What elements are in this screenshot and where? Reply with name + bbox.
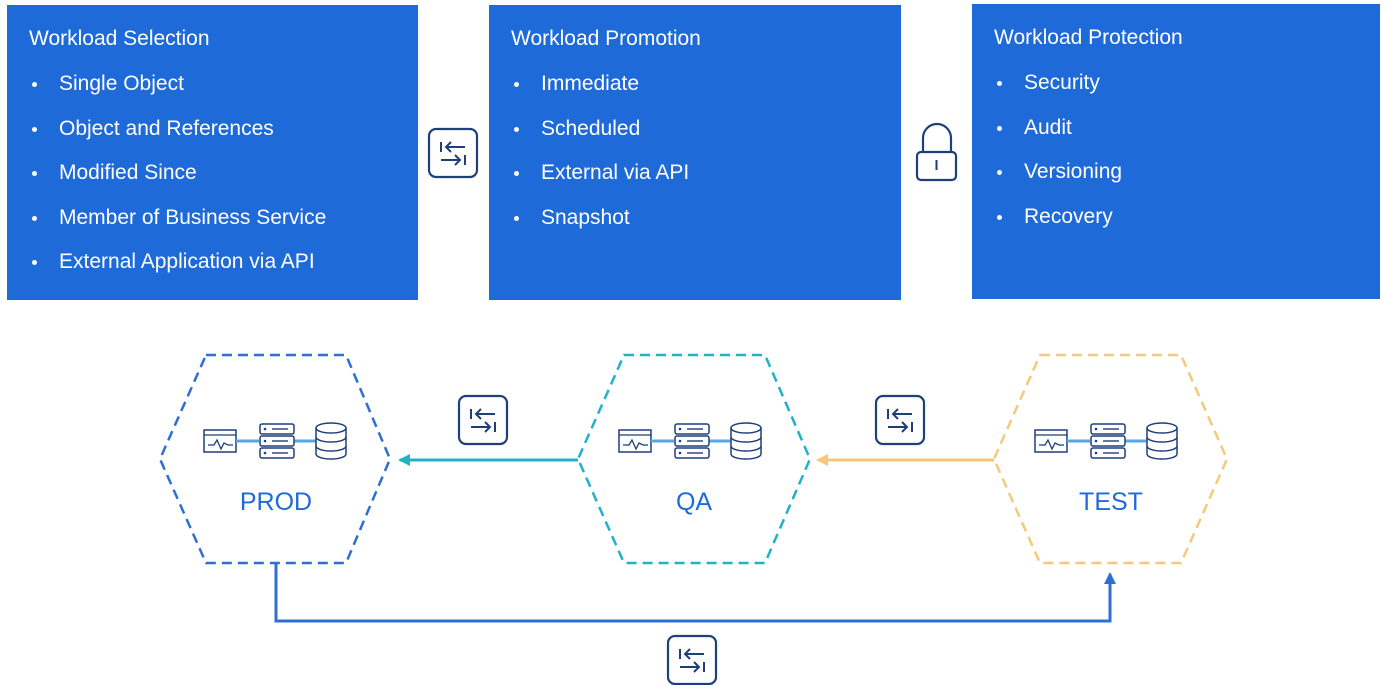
list-item: Object and References	[29, 117, 418, 141]
prod-label: PROD	[239, 488, 313, 516]
list-item: Member of Business Service	[29, 206, 418, 230]
list-item: Versioning	[994, 160, 1380, 184]
prod-to-test-arrow	[274, 563, 1116, 623]
panel-list: Security Audit Versioning Recovery	[994, 71, 1380, 229]
list-item: Single Object	[29, 72, 418, 96]
list-item: Recovery	[994, 205, 1380, 229]
list-item: Scheduled	[511, 117, 901, 141]
test-hexagon	[992, 353, 1229, 565]
list-item: Immediate	[511, 72, 901, 96]
list-item: External via API	[511, 161, 901, 185]
qa-label: QA	[675, 488, 713, 516]
sync-icon	[666, 634, 718, 685]
panel-list: Immediate Scheduled External via API Sna…	[511, 72, 901, 230]
test-label: TEST	[1079, 488, 1143, 516]
sync-icon	[457, 394, 509, 446]
list-item: Modified Since	[29, 161, 418, 185]
list-item: Audit	[994, 116, 1380, 140]
sync-icon	[874, 394, 926, 446]
list-item: Snapshot	[511, 206, 901, 230]
panel-title: Workload Protection	[994, 26, 1183, 49]
panel-list: Single Object Object and References Modi…	[29, 72, 418, 274]
panel-title: Workload Selection	[29, 27, 210, 50]
lock-icon	[915, 122, 958, 182]
workload-protection-panel: Workload Protection Security Audit Versi…	[972, 4, 1380, 299]
qa-hexagon	[576, 353, 812, 565]
sync-icon	[427, 127, 479, 179]
workload-promotion-panel: Workload Promotion Immediate Scheduled E…	[489, 5, 901, 300]
list-item: Security	[994, 71, 1380, 95]
prod-hexagon	[158, 353, 392, 565]
panel-title: Workload Promotion	[511, 27, 701, 50]
list-item: External Application via API	[29, 250, 418, 274]
workload-selection-panel: Workload Selection Single Object Object …	[7, 5, 418, 300]
